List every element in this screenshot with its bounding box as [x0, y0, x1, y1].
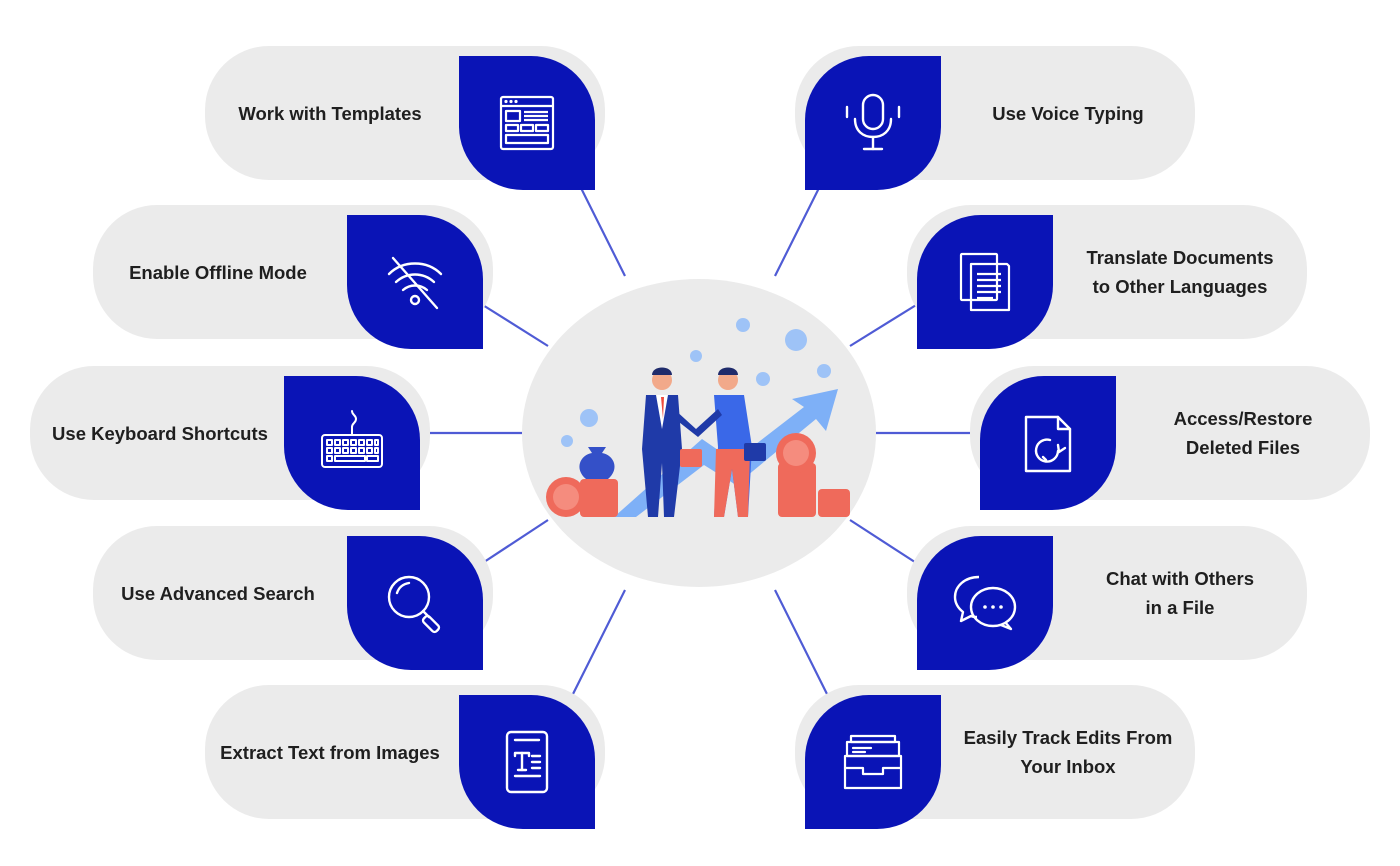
connector-search: [477, 519, 549, 567]
feature-icon-box: [347, 215, 483, 349]
feature-icon-box: [459, 695, 595, 829]
feature-label: Use Voice Typing: [992, 102, 1144, 124]
feature-label: Enable Offline Mode: [129, 261, 307, 283]
text-extract-icon: [505, 730, 549, 794]
handshake: [670, 409, 722, 437]
money-bag: [579, 447, 615, 479]
dollar-icons: [561, 364, 831, 447]
feature-label: Use Advanced Search: [121, 582, 315, 604]
feature-card-use-advanced-search: Use Advanced Search: [93, 526, 493, 670]
template-icon: [499, 95, 555, 151]
feature-card-access-restore-deleted-files: Access/Restore Deleted Files: [970, 366, 1370, 510]
connector-offline: [477, 301, 549, 347]
feature-icon-box: [805, 695, 941, 829]
search-icon: [387, 575, 441, 634]
feature-label: Use Keyboard Shortcuts: [52, 422, 268, 444]
file-restore-icon: [1024, 415, 1072, 473]
businessman-left: [642, 367, 682, 517]
feature-icon-box: [347, 536, 483, 670]
feature-icon-box: [284, 376, 420, 510]
feature-icon-box: [459, 56, 595, 190]
feature-label: Easily Track Edits From Your Inbox: [963, 727, 1173, 777]
chat-icon: [953, 575, 1017, 631]
businessman-right: [680, 367, 766, 517]
business-handshake-illustration: [546, 318, 850, 517]
feature-label: Access/Restore Deleted Files: [1173, 408, 1313, 458]
inbox-tray-icon: [843, 734, 903, 790]
keyboard-icon: [321, 410, 383, 468]
feature-icon-box: [917, 215, 1053, 349]
feature-label: Work with Templates: [238, 102, 422, 124]
feature-icon-box: [917, 536, 1053, 670]
connector-chat: [849, 519, 922, 567]
document-icon: [959, 252, 1011, 312]
coin-stacks: [546, 433, 850, 517]
feature-card-enable-offline-mode: Enable Offline Mode: [93, 205, 493, 349]
feature-card-work-with-templates: Work with Templates: [205, 46, 605, 190]
wifi-off-icon: [387, 256, 443, 310]
central-illustration: [522, 279, 876, 587]
feature-card-track-edits-from-inbox: Easily Track Edits From Your Inbox: [795, 685, 1195, 829]
feature-label: Chat with Others in a File: [1105, 568, 1254, 618]
feature-icon-box: [980, 376, 1116, 510]
connector-extract: [569, 589, 626, 701]
feature-card-use-voice-typing: Use Voice Typing: [795, 46, 1195, 190]
feature-card-translate-documents: Translate Documents to Other Languages: [907, 205, 1307, 349]
feature-label: Extract Text from Images: [220, 741, 440, 763]
connector-inbox: [774, 589, 831, 701]
feature-label: Translate Documents to Other Languages: [1086, 247, 1274, 297]
feature-icon-box: [805, 56, 941, 190]
microphone-icon: [845, 93, 901, 151]
feature-card-chat-with-others: Chat with Others in a File: [907, 526, 1307, 670]
user-icons: [690, 318, 807, 386]
feature-card-extract-text-from-images: Extract Text from Images: [205, 685, 605, 829]
feature-card-use-keyboard-shortcuts: Use Keyboard Shortcuts: [30, 366, 430, 510]
connector-translate: [849, 301, 922, 347]
